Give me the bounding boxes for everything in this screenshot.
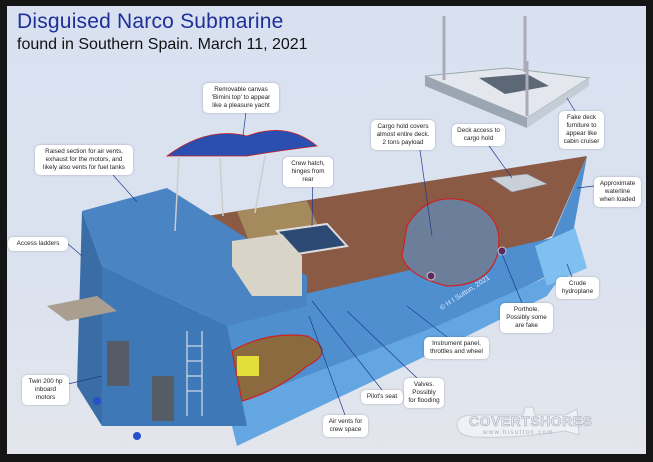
label-deck-access: Deck access to cargo hold (452, 124, 505, 146)
label-raised-section: Raised section for air vents, exhaust fo… (35, 145, 133, 175)
label-fake-furniture: Fake deck furniture to appear like cabin… (559, 111, 604, 149)
motor-right (152, 376, 174, 421)
covertshores-logo: COVERTSHORES www.hisutton.com (453, 403, 592, 445)
submarine-illustration (47, 16, 595, 446)
fake-deck-furniture (424, 16, 591, 128)
submarine-logo-icon (456, 406, 580, 438)
porthole (497, 246, 507, 256)
porthole (426, 271, 436, 281)
diagram-canvas: Disguised Narco Submarine found in South… (7, 6, 646, 454)
deck-access-hatch (490, 173, 548, 193)
page-title: Disguised Narco Submarine (17, 10, 284, 33)
label-waterline: Approximate waterline when loaded (594, 177, 641, 207)
label-access-ladders: Access ladders (8, 237, 68, 251)
label-pilot-seat: Pilot's seat (361, 390, 403, 404)
label-crew-hatch: Crew hatch, hinges from rear (283, 157, 333, 187)
motor-left (107, 341, 129, 386)
cargo-hold-cutaway (401, 198, 500, 287)
label-porthole: Porthole. Possibly some are fake (500, 303, 553, 333)
label-air-vents: Air vents for crew space (323, 415, 368, 437)
hydroplane (535, 228, 587, 286)
page-subtitle: found in Southern Spain. March 11, 2021 (17, 36, 308, 53)
label-cargo-hold: Cargo hold covers almost entire deck. 2 … (371, 120, 435, 150)
crew-cutaway (231, 334, 323, 402)
label-motors: Twin 200 hp inboard motors (22, 375, 69, 405)
label-canvas-top: Removable canvas 'Bimini top' to appear … (203, 83, 279, 113)
label-instrument-panel: Instrument panel, throttles and wheel (424, 337, 489, 359)
leader-lines (67, 97, 595, 416)
label-hydroplane: Crude hydroplane (556, 277, 599, 299)
bimini-canopy (165, 130, 318, 157)
ladder (186, 331, 203, 416)
label-valves: Valves. Possibly for flooding (404, 378, 444, 408)
